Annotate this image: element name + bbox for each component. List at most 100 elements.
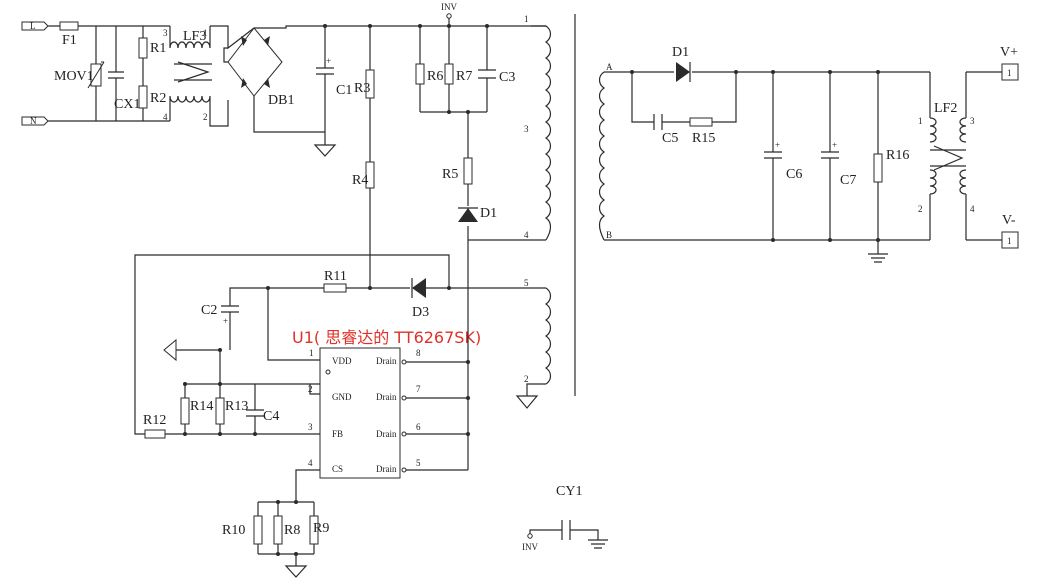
svg-text:3: 3 [308, 422, 313, 432]
resistor-r5 [463, 157, 473, 185]
svg-text:1: 1 [203, 28, 208, 38]
label-r6: R6 [427, 69, 443, 84]
svg-text:VDD: VDD [332, 356, 352, 366]
resistor-r1 [138, 37, 148, 59]
label-c6: C6 [786, 167, 802, 182]
terminal-label-live: L [30, 21, 36, 31]
svg-text:1: 1 [524, 14, 529, 24]
label-c5: C5 [662, 131, 678, 146]
varistor-mov1 [90, 63, 102, 87]
output-connector-positive [1001, 63, 1019, 81]
wire-feedback-loop [134, 254, 450, 435]
label-r14: R14 [190, 399, 213, 414]
resistor-r11 [323, 283, 347, 293]
wire-drain-rail [406, 240, 469, 471]
capacitor-c2 [221, 287, 268, 350]
wire-to-bridge [209, 25, 255, 127]
label-f1: F1 [62, 33, 77, 48]
label-c4: C4 [263, 409, 279, 424]
wire-gnd-network [184, 350, 320, 435]
inv-node-cy1 [527, 533, 533, 539]
label-lf3: LF3 [183, 29, 206, 44]
svg-text:3: 3 [163, 28, 168, 38]
ground-symbol-c1 [313, 144, 337, 157]
svg-text:5: 5 [416, 458, 421, 468]
wire-aux [267, 287, 546, 361]
bridge-rectifier-db1 [223, 25, 370, 133]
label-c7: C7 [840, 173, 856, 188]
label-r2: R2 [150, 91, 166, 106]
label-r7: R7 [456, 69, 472, 84]
label-cx1: CX1 [114, 97, 140, 112]
wire-cs-network [257, 469, 320, 566]
svg-text:+: + [223, 316, 228, 326]
label-v-plus: V+ [1000, 45, 1018, 60]
ic-left-pins: 1 VDD 2 GND 3 FB 4 CS [308, 348, 352, 474]
diode-d1-primary [458, 207, 478, 222]
resistor-r8 [273, 515, 283, 545]
svg-text:+: + [326, 56, 331, 66]
transformer-secondary [598, 71, 606, 241]
label-r5: R5 [442, 167, 458, 182]
resistor-r14 [180, 397, 190, 425]
choke-lf3 [169, 26, 212, 121]
label-r13: R13 [225, 399, 248, 414]
label-r4: R4 [352, 173, 368, 188]
ic-u1-body [319, 347, 401, 479]
svg-text:2: 2 [308, 384, 313, 394]
resistor-r10 [253, 515, 263, 545]
svg-text:+: + [775, 140, 780, 150]
output-connector-negative [1001, 231, 1019, 249]
input-terminal-neutral: N [21, 116, 49, 126]
resistor-r13 [215, 397, 225, 425]
svg-text:Drain: Drain [376, 464, 397, 474]
svg-text:B: B [606, 230, 612, 240]
label-d3: D3 [412, 305, 429, 320]
resistor-r7 [444, 63, 454, 85]
input-terminal-live: L [21, 21, 49, 31]
svg-text:2: 2 [524, 374, 529, 384]
svg-text:1: 1 [1007, 236, 1012, 246]
capacitor-c7 [821, 72, 839, 240]
ground-symbol-aux [515, 395, 539, 409]
resistor-r3 [365, 69, 375, 99]
svg-text:6: 6 [416, 422, 421, 432]
label-r8: R8 [284, 523, 300, 538]
inv-node-top [446, 13, 452, 19]
ic-u1-title: U1( 思睿达的 TT6267SK) [292, 328, 481, 347]
label-r10: R10 [222, 523, 245, 538]
resistor-r16 [873, 153, 883, 183]
label-v-minus: V- [1002, 213, 1016, 228]
diode-d1-secondary [676, 62, 691, 82]
svg-text:4: 4 [524, 230, 529, 240]
ground-symbol-secondary [868, 240, 888, 263]
wire-snubber [419, 26, 488, 113]
svg-text:4: 4 [970, 204, 975, 214]
resistor-r6 [415, 63, 425, 85]
capacitor-cy1 [529, 529, 599, 540]
label-db1: DB1 [268, 93, 294, 108]
capacitor-c6 [764, 72, 782, 240]
capacitor-c5 [653, 114, 663, 130]
svg-text:1: 1 [918, 116, 923, 126]
label-d1-secondary: D1 [672, 45, 689, 60]
label-r12: R12 [143, 413, 166, 428]
fuse-f1 [59, 21, 79, 31]
transformer-primary [531, 25, 552, 385]
label-c1: C1 [336, 83, 352, 98]
label-r15: R15 [692, 131, 715, 146]
svg-text:2: 2 [203, 112, 208, 122]
svg-text:Drain: Drain [376, 429, 397, 439]
svg-text:CS: CS [332, 464, 343, 474]
svg-text:Drain: Drain [376, 356, 397, 366]
svg-text:2: 2 [918, 204, 923, 214]
label-r9: R9 [313, 521, 329, 536]
capacitor-c1 [316, 26, 334, 145]
ground-symbol-cy1 [588, 539, 608, 549]
resistor-r4 [365, 161, 375, 189]
capacitor-cx1 [108, 26, 124, 121]
diode-d3 [411, 278, 426, 298]
ic-right-pins: Drain 8 Drain 7 Drain 6 Drain 5 [376, 348, 421, 474]
capacitor-c4 [246, 409, 264, 417]
